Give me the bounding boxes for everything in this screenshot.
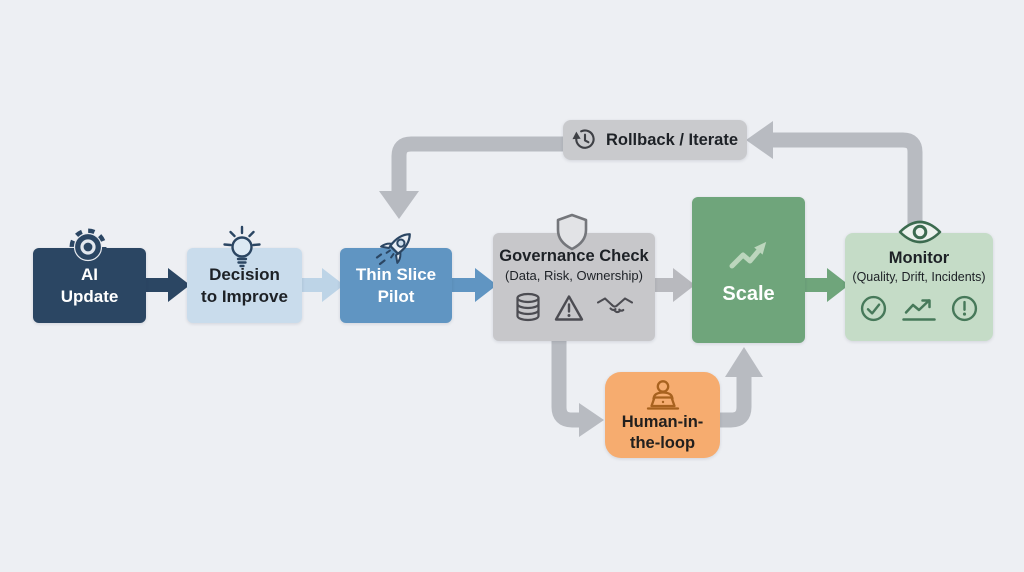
decision-label-line1: Decision [209, 264, 280, 284]
human-label-line2: the-loop [629, 434, 696, 452]
arrow-monitor-to-rollback [771, 132, 923, 232]
arrowhead-monitor-to-rollback [746, 121, 773, 159]
history-icon [572, 129, 595, 149]
eye-icon [898, 220, 942, 244]
monitor-subtitle: (Quality, Drift, Incidents) [852, 270, 986, 284]
scale-label: Scale [722, 282, 775, 305]
arrow-governance-to-scale [653, 268, 695, 302]
database-icon [516, 292, 540, 322]
decision-label-line2: to Improve [201, 286, 288, 306]
node-governance-check: Governance Check (Data, Risk, Ownership) [493, 233, 655, 341]
rocket-icon [375, 233, 411, 266]
monitor-icon-row [859, 293, 979, 323]
governance-icon-row [515, 292, 633, 322]
arrowhead-governance-to-human [579, 403, 604, 437]
person-laptop-icon [646, 380, 679, 410]
ai-update-label-line2: Update [60, 286, 119, 306]
alert-circle-icon [951, 295, 978, 321]
arrow-human-to-scale [720, 375, 752, 428]
node-decision-to-improve: Decision to Improve [187, 248, 302, 323]
warning-triangle-icon [554, 294, 584, 321]
trend-up-icon [729, 241, 766, 268]
handshake-icon [597, 297, 633, 314]
governance-title: Governance Check [499, 247, 649, 265]
arrow-scale-to-monitor [802, 268, 849, 302]
arrowhead-human-to-scale [725, 347, 763, 377]
arrowhead-rollback-to-thinslice [379, 191, 419, 219]
arrow-decision-to-thinslice [300, 268, 344, 302]
arrow-ai-to-decision [144, 268, 190, 302]
node-human-in-the-loop: Human-in- the-loop [605, 372, 720, 458]
gear-icon [69, 228, 107, 266]
ai-update-label-line1: AI [81, 264, 98, 284]
shield-icon [556, 213, 588, 251]
arrow-rollback-to-thinslice [391, 136, 563, 193]
monitor-title: Monitor [888, 249, 950, 267]
human-label-line1: Human-in- [621, 413, 704, 431]
line-chart-icon [902, 299, 936, 321]
lightbulb-icon [223, 225, 261, 268]
arrow-thinslice-to-governance [450, 268, 497, 302]
node-scale: Scale [692, 197, 805, 343]
node-rollback-iterate: Rollback / Iterate [563, 120, 747, 160]
rollback-label: Rollback / Iterate [605, 130, 739, 149]
thin-slice-label-line1: Thin Slice [355, 264, 437, 284]
thin-slice-label-line2: Pilot [377, 286, 415, 306]
node-monitor: Monitor (Quality, Drift, Incidents) [845, 233, 993, 341]
check-circle-icon [860, 295, 887, 321]
arrow-governance-to-human [551, 341, 581, 428]
governance-subtitle: (Data, Risk, Ownership) [505, 268, 643, 283]
